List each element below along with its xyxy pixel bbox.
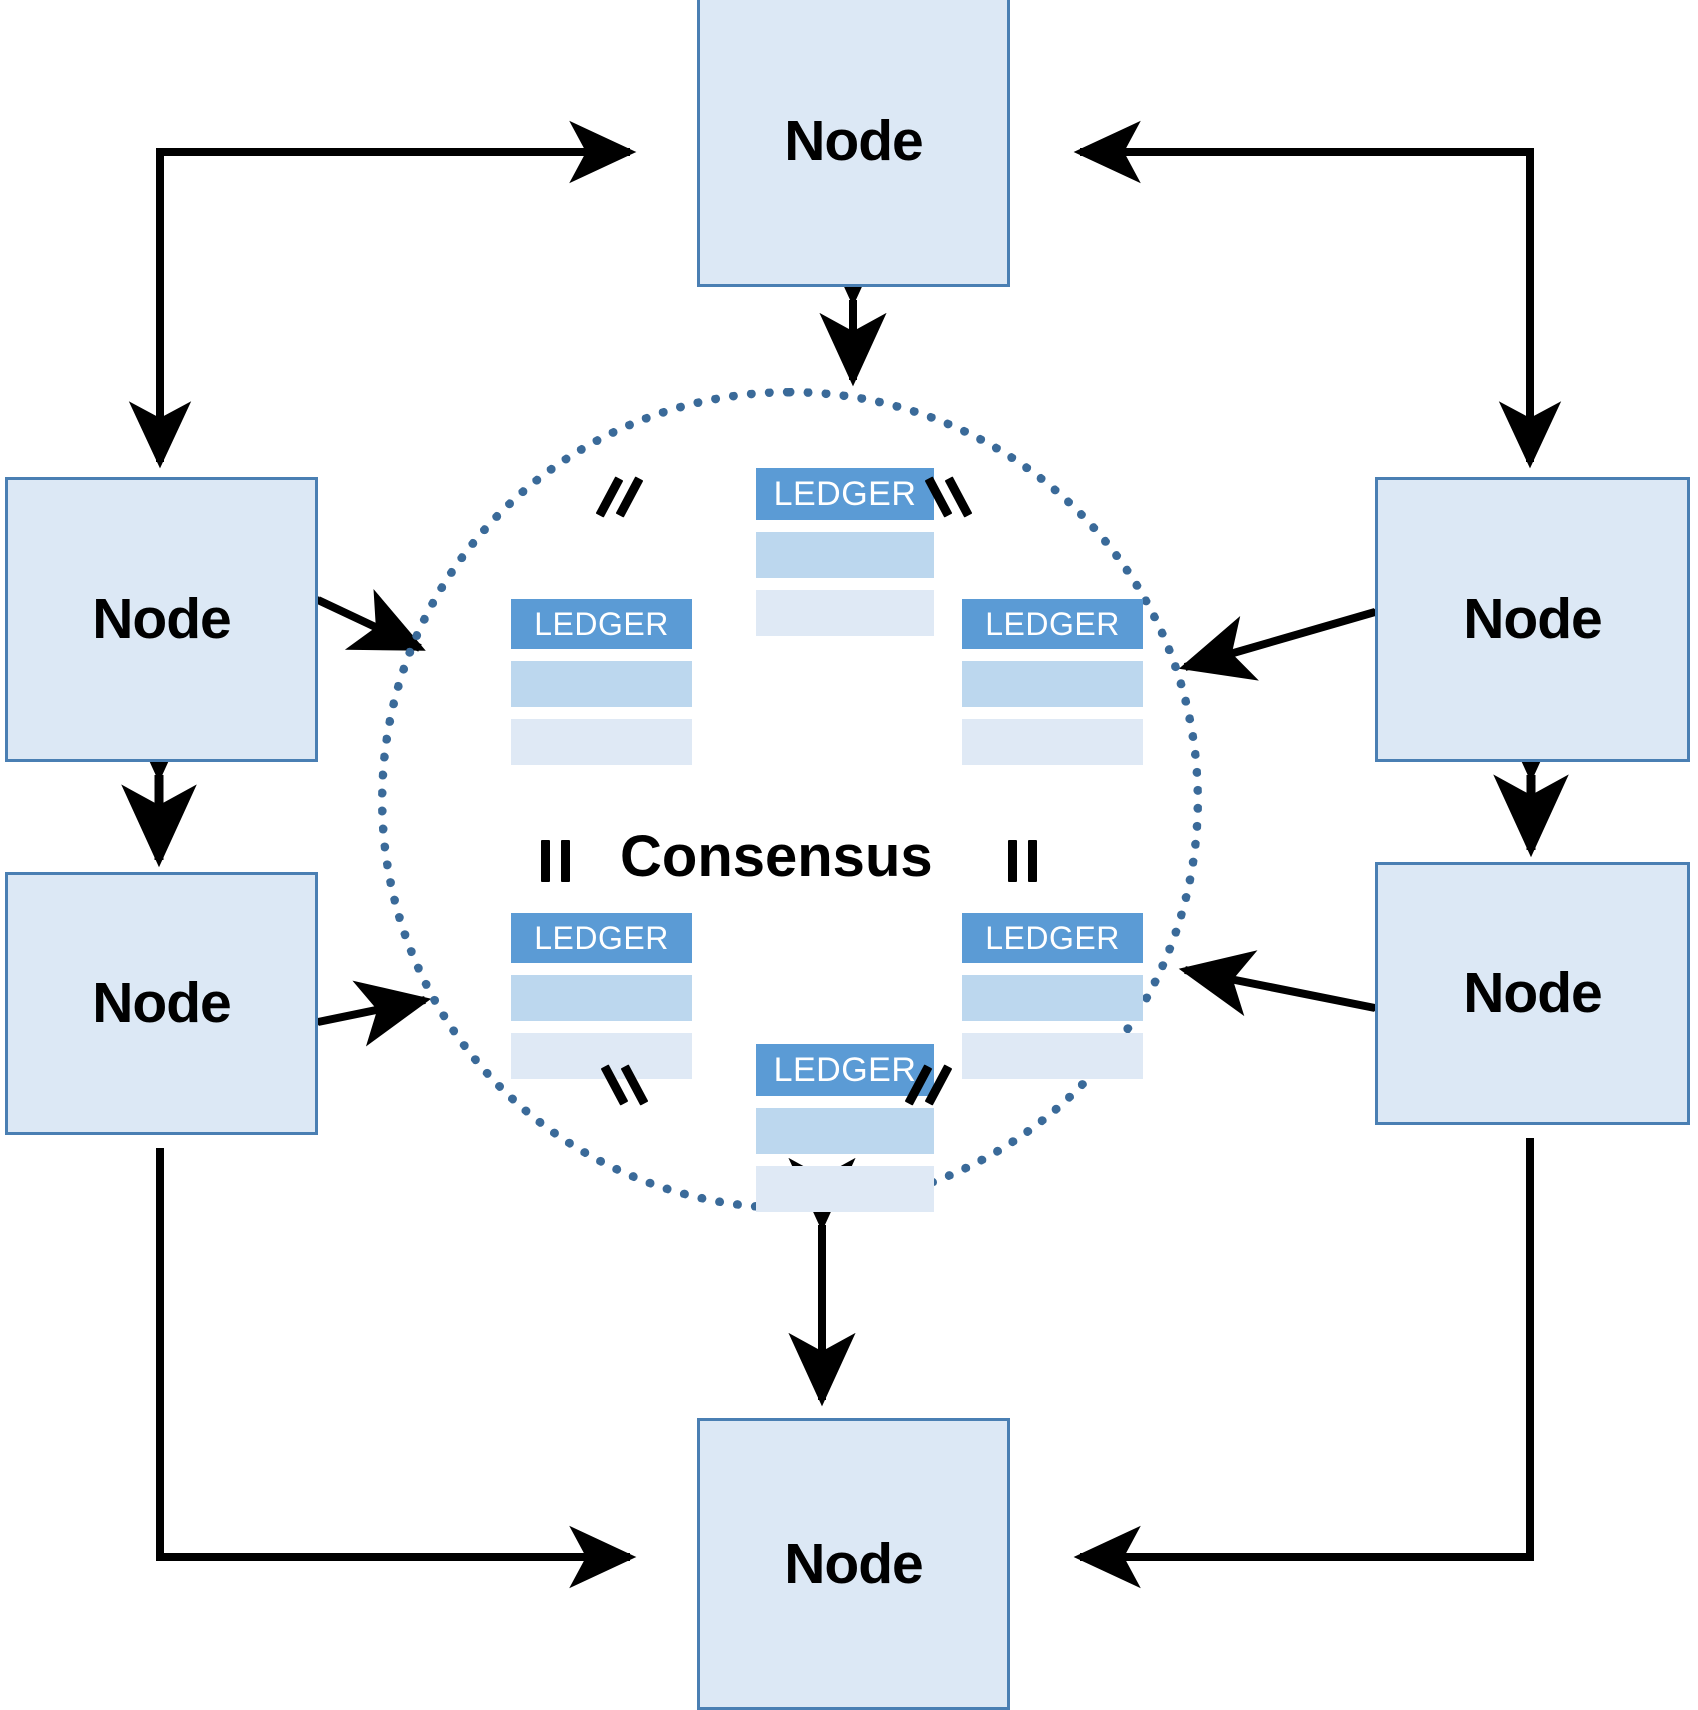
ledger-row-2: [511, 719, 692, 765]
node-label: Node: [784, 1531, 923, 1596]
arrow-left-lower-to-bottom: [156, 1148, 637, 1589]
ledger-top[interactable]: LEDGER: [756, 468, 934, 636]
ledger-header: LEDGER: [511, 913, 692, 963]
ledger-header: LEDGER: [962, 599, 1143, 649]
node-top[interactable]: Node: [697, 0, 1010, 287]
node-right-upper[interactable]: Node: [1375, 477, 1690, 762]
arrow-right-lower-to-bottom: [1073, 1138, 1534, 1589]
ledger-row-1: [756, 532, 934, 578]
arrow-left-upper-to-top: [156, 120, 637, 440]
equals-icon-top-right: [924, 474, 974, 520]
ledger-row-2: [756, 590, 934, 636]
ledger-row-1: [511, 661, 692, 707]
ledger-left-lower[interactable]: LEDGER: [511, 913, 692, 1079]
ledger-row-1: [962, 975, 1143, 1021]
equals-icon-bottom-left: [600, 1062, 650, 1108]
node-left-upper[interactable]: Node: [5, 477, 318, 762]
ledger-header: LEDGER: [756, 468, 934, 520]
ledger-bottom[interactable]: LEDGER: [756, 1044, 934, 1212]
node-label: Node: [784, 109, 923, 173]
arrow-right-upper-to-top: [1073, 120, 1534, 440]
ledger-row-1: [962, 661, 1143, 707]
ledger-left-upper[interactable]: LEDGER: [511, 599, 692, 765]
node-label: Node: [1463, 587, 1602, 651]
node-right-lower[interactable]: Node: [1375, 862, 1690, 1125]
ledger-row-2: [756, 1166, 934, 1212]
node-label: Node: [1463, 961, 1602, 1025]
ledger-header: LEDGER: [756, 1044, 934, 1096]
ledger-row-2: [511, 1033, 692, 1079]
ledger-header: LEDGER: [962, 913, 1143, 963]
node-bottom[interactable]: Node: [697, 1418, 1010, 1710]
arrow-right-lower-node-to-consensus: [1178, 950, 1448, 1055]
consensus-label: Consensus: [620, 824, 933, 889]
ledger-row-2: [962, 719, 1143, 765]
arrow-right-upper-node-to-consensus: [1178, 561, 1449, 681]
arrow-left-lower-node-to-consensus: [245, 980, 432, 1069]
node-label: Node: [92, 587, 231, 651]
ledger-row-1: [756, 1108, 934, 1154]
node-left-lower[interactable]: Node: [5, 872, 318, 1135]
equals-icon-mid-right: [1002, 838, 1048, 884]
node-label: Node: [92, 971, 231, 1035]
equals-icon-bottom-right: [904, 1062, 954, 1108]
ledger-right-lower[interactable]: LEDGER: [962, 913, 1143, 1079]
ledger-row-2: [962, 1033, 1143, 1079]
equals-icon-top-left: [595, 474, 645, 520]
equals-icon-mid-left: [535, 838, 581, 884]
ledger-row-1: [511, 975, 692, 1021]
ledger-header: LEDGER: [511, 599, 692, 649]
ledger-right-upper[interactable]: LEDGER: [962, 599, 1143, 765]
arrow-left-upper-node-to-consensus: [242, 540, 426, 652]
